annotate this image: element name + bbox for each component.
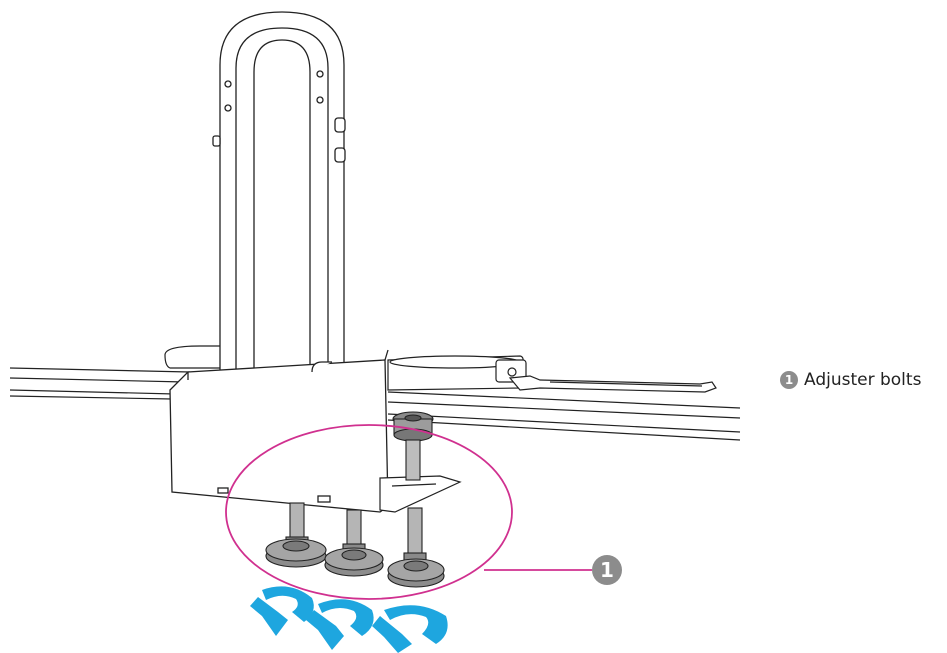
- callout-badge: 1: [592, 555, 622, 585]
- counterclockwise-arrow-icon-left: [250, 586, 314, 636]
- base-ring: [164, 345, 527, 391]
- table-surface: [9, 367, 741, 441]
- counterclockwise-arrow-icon-middle: [306, 599, 374, 650]
- legend-label-adjuster-bolts: Adjuster bolts: [804, 370, 922, 390]
- side-tray: [508, 375, 717, 393]
- adjuster-bolt-left: [265, 502, 327, 568]
- clamp-plate: [379, 475, 462, 513]
- adjuster-bolt-middle: [324, 509, 384, 577]
- highlight-ellipse: [225, 424, 513, 600]
- callout-badge-number: 1: [600, 558, 614, 582]
- clamp-body: [169, 349, 389, 513]
- counterclockwise-arrow-icon-right: [372, 605, 448, 653]
- adjuster-bolt-right: [387, 507, 445, 588]
- u-frame: [212, 11, 346, 373]
- legend-item: 1 Adjuster bolts: [780, 370, 921, 390]
- pad-bolt: [392, 411, 434, 481]
- number-badge-icon: 1: [780, 371, 798, 389]
